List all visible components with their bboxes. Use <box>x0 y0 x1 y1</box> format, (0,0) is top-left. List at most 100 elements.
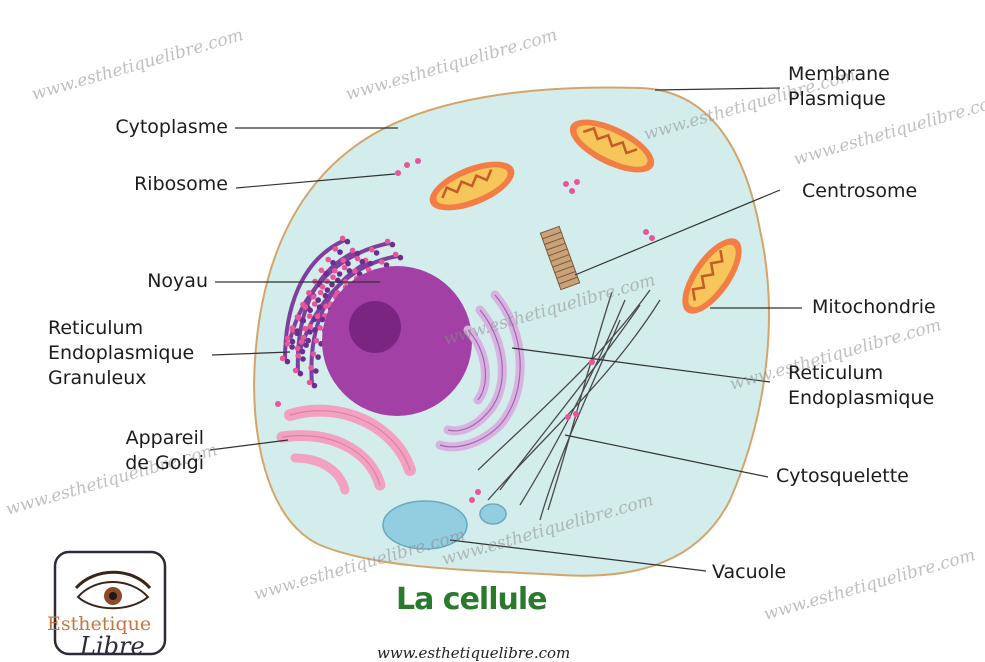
ribosome-dot <box>323 303 329 309</box>
ribosome-dot <box>290 325 296 331</box>
ribosome-dot <box>337 249 343 255</box>
ribosome-dot <box>330 274 336 280</box>
logo-text-line2: Libre <box>79 632 145 660</box>
logo: Esthetique Libre <box>47 552 165 660</box>
ribosome-dot <box>317 304 323 310</box>
ribosome-dot <box>318 290 324 296</box>
label-text: Membrane <box>788 62 890 87</box>
ribosome-dot <box>303 304 309 310</box>
label-text: Cytoplasme <box>60 115 228 140</box>
ribosome-dot <box>295 353 301 359</box>
ribosome-dot <box>330 260 336 266</box>
label-text: Reticulum <box>48 316 194 341</box>
label-text: de Golgi <box>60 451 204 476</box>
ribosome-dot <box>315 354 321 360</box>
ribosome-dot <box>347 268 353 274</box>
ribosome-dot <box>333 246 339 252</box>
label-ribosome: Ribosome <box>60 172 228 197</box>
label-text: Endoplasmique <box>788 386 934 411</box>
ribosome-dot <box>352 268 358 274</box>
nucleolus <box>349 301 401 353</box>
ribosome-dot <box>290 339 296 345</box>
ribosome-dot <box>323 293 329 299</box>
ribosome-dot <box>300 356 306 362</box>
ribosome-dot <box>360 259 366 265</box>
ribosome-dot <box>311 351 317 357</box>
ribosome-dot <box>300 349 306 355</box>
ribosome-dot <box>285 341 291 347</box>
ribosome-dot <box>295 328 301 334</box>
label-golgi: Appareil de Golgi <box>60 426 204 476</box>
ribosome-dot <box>301 318 307 324</box>
ribosome-dot <box>355 251 361 257</box>
ribosome-dot <box>374 250 380 256</box>
ribosome-dot <box>350 248 356 254</box>
ribosome-dot <box>325 287 331 293</box>
ribosome-dot <box>307 329 313 335</box>
ribosome-dot <box>368 261 374 267</box>
label-text: Ribosome <box>60 172 228 197</box>
ribosome-dot <box>285 359 291 365</box>
ribosome-dot <box>295 346 301 352</box>
ribosome-dot <box>298 371 304 377</box>
label-cytosquelette: Cytosquelette <box>776 464 909 489</box>
label-text: Noyau <box>60 269 208 294</box>
ribosome-dot <box>312 383 318 389</box>
ribosome-dot <box>307 380 313 386</box>
label-text: Centrosome <box>802 179 917 204</box>
ribosome-dot <box>306 290 312 296</box>
page-title: La cellule <box>396 582 547 617</box>
ribosome-dot <box>323 271 329 277</box>
ribosome-dot <box>315 314 321 320</box>
vacuole-small <box>480 504 506 524</box>
ribosome-dot <box>390 242 396 248</box>
ribosome-dot <box>340 258 346 264</box>
label-reticulum: Reticulum Endoplasmique <box>788 361 934 411</box>
ribosome-dot <box>379 259 385 265</box>
ribosome-dot <box>313 368 319 374</box>
ribosome-dot <box>311 294 317 300</box>
ribosome-dot <box>307 308 313 314</box>
label-text: Reticulum <box>788 361 934 386</box>
label-vacuole: Vacuole <box>712 560 786 585</box>
ribosome-dot <box>307 324 313 330</box>
label-text: Cytosquelette <box>776 464 909 489</box>
ribosome-dot <box>398 255 404 261</box>
label-text: Vacuole <box>712 560 786 585</box>
ribosome-dot <box>296 315 302 321</box>
label-reticulum-granuleux: Reticulum Endoplasmique Granuleux <box>48 316 194 391</box>
ribosome-dot <box>317 325 323 331</box>
ribosome-dot <box>315 297 321 303</box>
label-text: Granuleux <box>48 366 194 391</box>
ribosome-dot <box>320 284 326 290</box>
ribosome-dot <box>305 338 311 344</box>
ribosome-dot <box>337 271 343 277</box>
ribosome-dot <box>293 368 299 374</box>
ribosome-dot <box>329 282 335 288</box>
ribosome-dot <box>314 338 320 344</box>
ribosome-dot <box>385 239 391 245</box>
label-text: Mitochondrie <box>812 295 936 320</box>
ribosome-dot <box>312 327 318 333</box>
label-mitochondrie: Mitochondrie <box>812 295 936 320</box>
ribosome-dot <box>285 336 291 342</box>
label-membrane: Membrane Plasmique <box>788 62 890 112</box>
label-centrosome: Centrosome <box>802 179 917 204</box>
ribosome-dot <box>289 344 295 350</box>
ribosome-dot <box>301 335 307 341</box>
label-cytoplasme: Cytoplasme <box>60 115 228 140</box>
ribosome-dot <box>345 239 351 245</box>
ribosome-dot <box>340 236 346 242</box>
ribosome-dot <box>319 268 325 274</box>
ribosome-dot <box>393 252 399 258</box>
ribosome-dot <box>332 268 338 274</box>
footer-url: www.esthetiquelibre.com <box>377 644 570 662</box>
ribosome-dot <box>302 326 308 332</box>
ribosome-dot <box>280 356 286 362</box>
label-noyau: Noyau <box>60 269 208 294</box>
ribosome-dot <box>307 313 313 319</box>
ribosome-dot <box>369 247 375 253</box>
label-text: Plasmique <box>788 87 890 112</box>
ribosome-dot <box>325 257 331 263</box>
label-text: Appareil <box>60 426 204 451</box>
